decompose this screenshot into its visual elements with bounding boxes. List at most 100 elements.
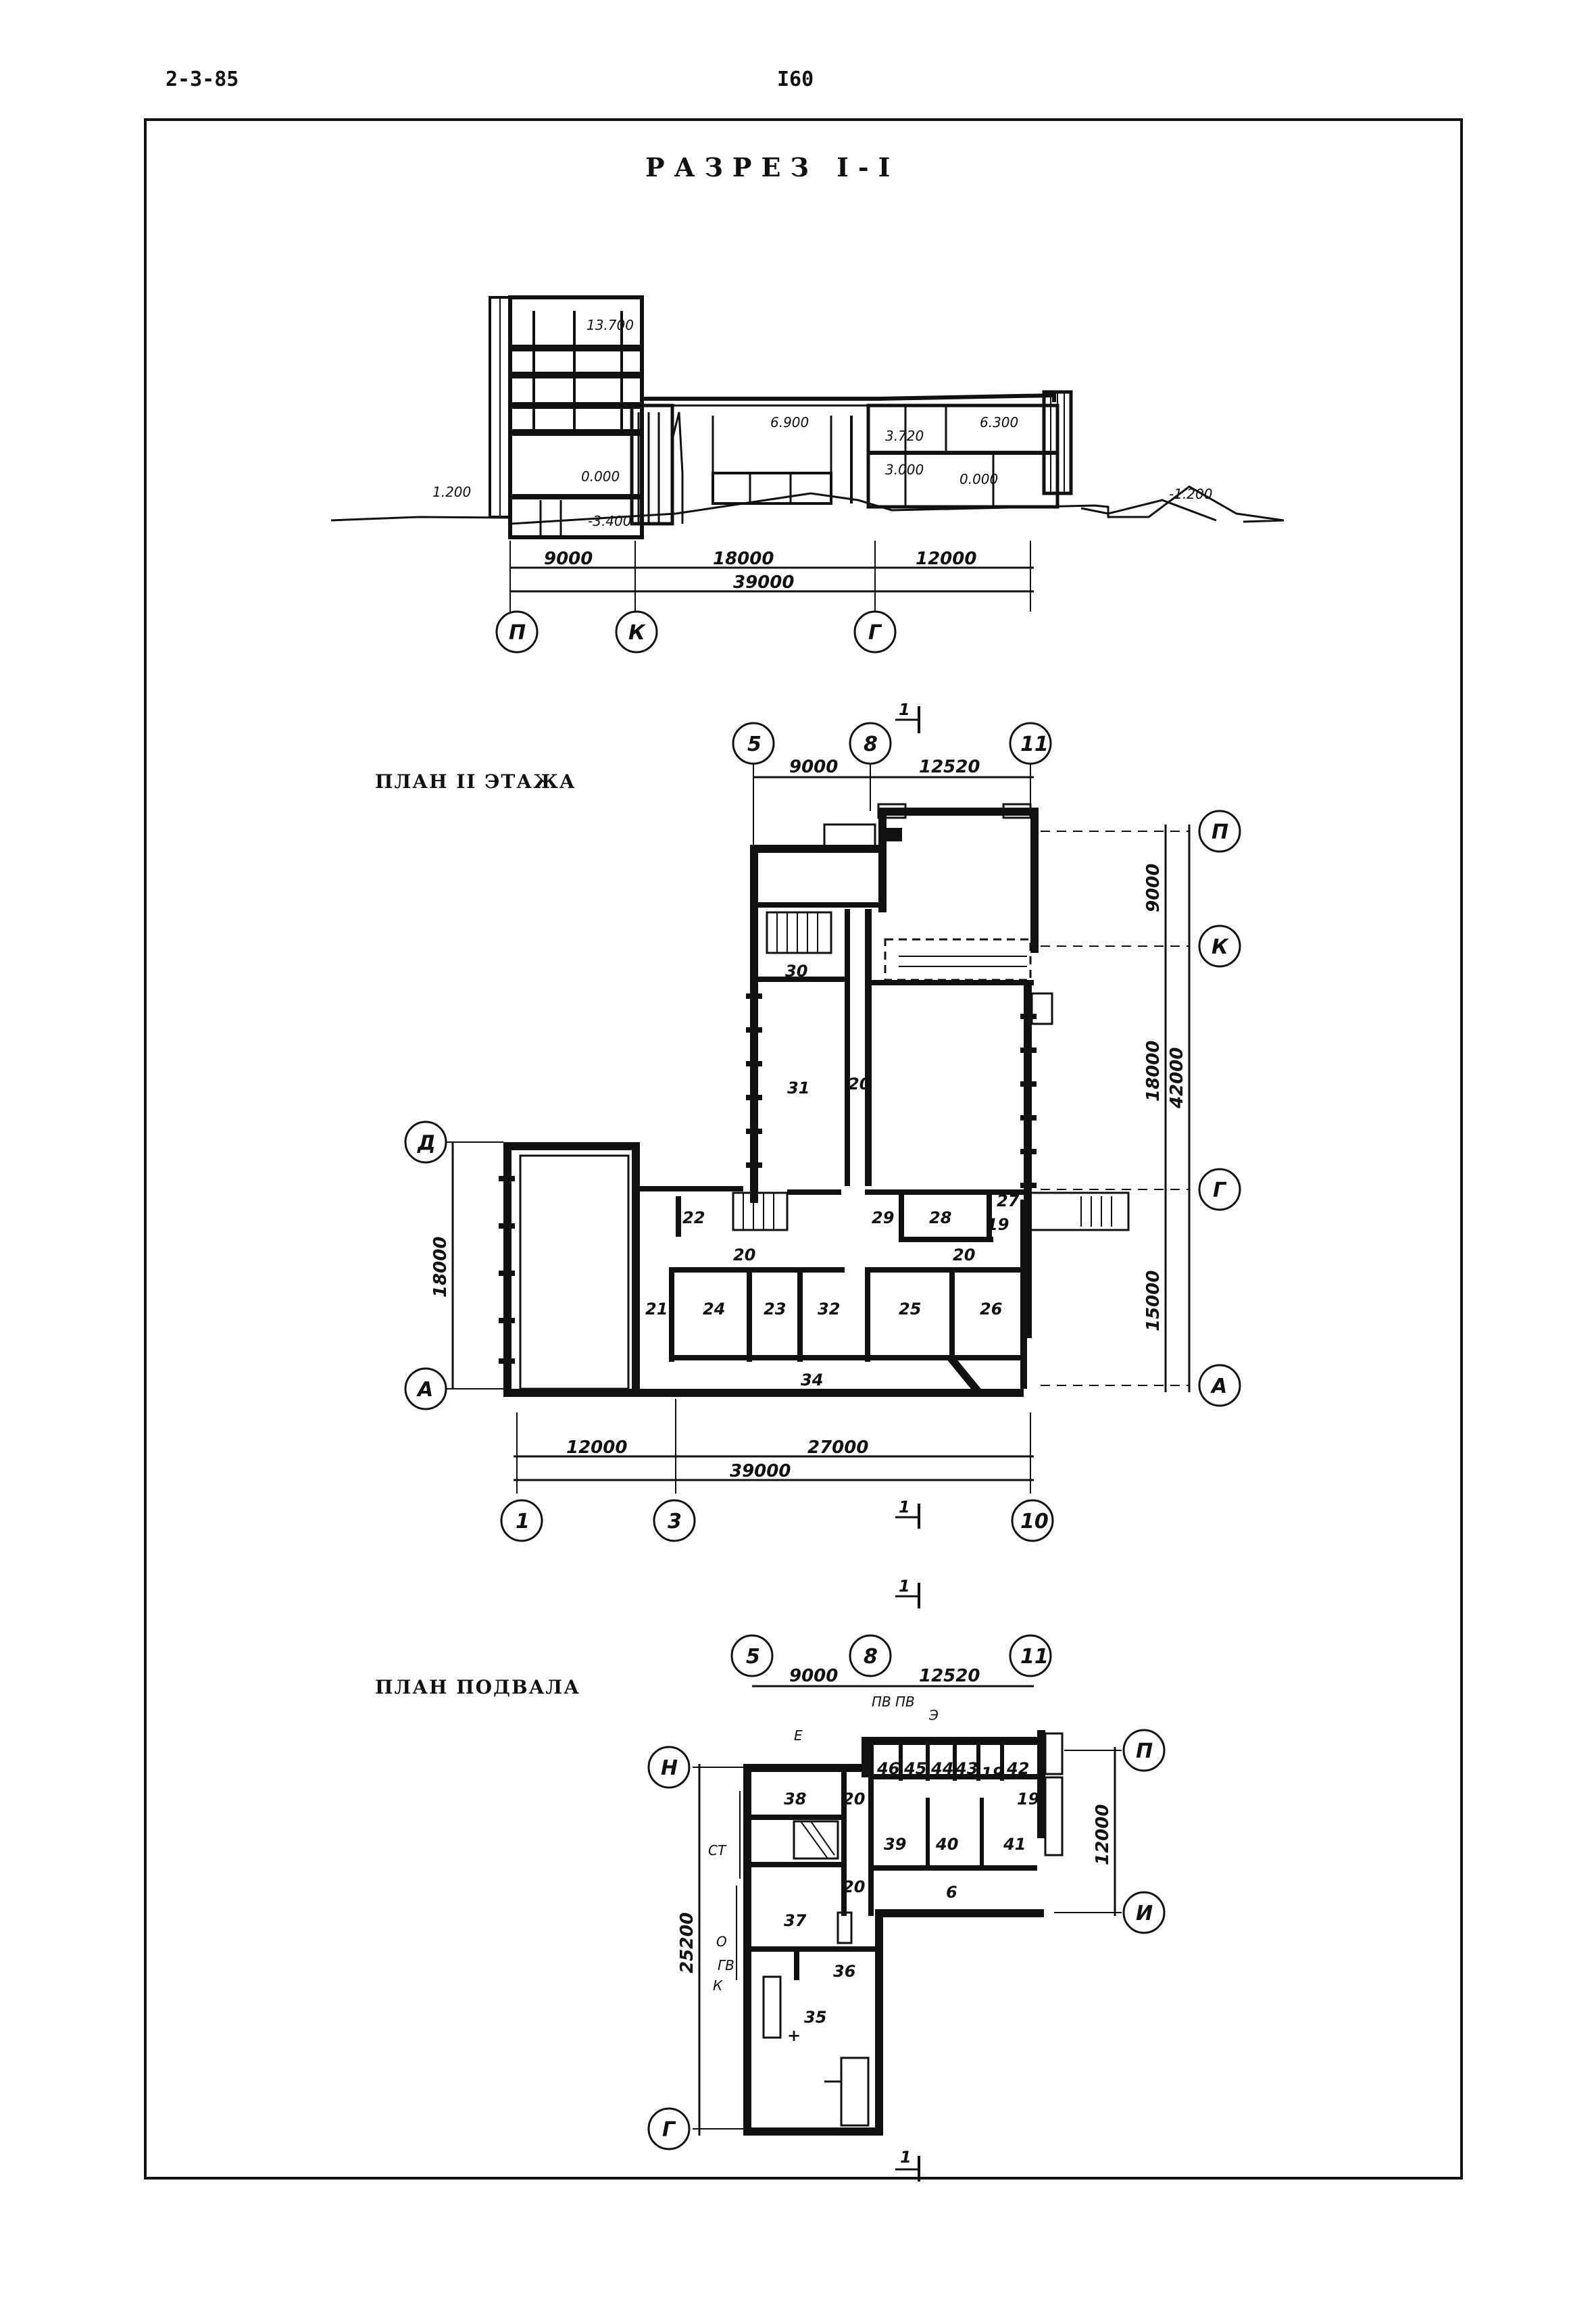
plan2-stage-opening xyxy=(884,938,1032,981)
basement-label-PV1: ПВ xyxy=(872,1694,891,1710)
basement-room-20a: 20 xyxy=(843,1790,865,1808)
basement-axis-11 xyxy=(1009,1634,1052,1677)
plan2-dim-right-18000: 18000 xyxy=(1143,1041,1164,1102)
basement-room-46: 46 xyxy=(876,1759,899,1778)
plan2-dim-right-15000: 15000 xyxy=(1143,1271,1164,1331)
basement-room-19a: 19 xyxy=(981,1764,1003,1783)
plan2-room-19: 19 xyxy=(987,1215,1009,1234)
basement-axis-5-label: 5 xyxy=(746,1645,760,1669)
section-title: РАЗРЕЗ I-I xyxy=(645,152,900,182)
basement-stair xyxy=(793,1820,839,1860)
basement-dim-12000: 12000 xyxy=(1093,1804,1113,1865)
plan2-cut-mark-bottom: 1 xyxy=(899,1498,910,1517)
plan2-axis-G xyxy=(1198,1168,1241,1211)
basement-room-43: 43 xyxy=(955,1759,978,1778)
plan2-axis-K xyxy=(1198,925,1241,968)
basement-room-44: 44 xyxy=(930,1759,953,1778)
basement-axis-N xyxy=(647,1746,691,1789)
plan2-axis-1 xyxy=(500,1499,543,1542)
elevation-minus-1200: -1.200 xyxy=(1169,486,1212,502)
plan2-dim-bottom-12000: 12000 xyxy=(566,1437,627,1458)
plan2-room-30: 30 xyxy=(785,962,807,981)
basement-room-6: 6 xyxy=(946,1883,957,1902)
basement-column-mark: + xyxy=(787,2026,801,2045)
basement-axis-11-label: 11 xyxy=(1020,1645,1049,1669)
basement-room-39: 39 xyxy=(884,1835,906,1854)
section-axis-P xyxy=(495,610,539,654)
elevation-minus-3400: -3.400 xyxy=(588,513,631,529)
plan2-cut-mark-top: 1 xyxy=(899,700,910,719)
plan2-room-21: 21 xyxy=(645,1300,668,1319)
plan2-room-22: 22 xyxy=(682,1208,705,1227)
elevation-0000-right: 0.000 xyxy=(959,471,998,487)
plan2-room-20b: 20 xyxy=(733,1246,755,1264)
basement-room-40: 40 xyxy=(935,1835,958,1854)
basement-room-41: 41 xyxy=(1003,1835,1026,1854)
stair-section xyxy=(630,403,674,526)
section-dim-12000: 12000 xyxy=(916,549,976,569)
plan2-dim-bottom-39000: 39000 xyxy=(730,1461,791,1481)
basement-cut-mark-top: 1 xyxy=(899,1577,910,1596)
plan-2-drawing: 1 5 8 11 9000 12520 xyxy=(404,700,1241,1542)
drawing-frame xyxy=(144,118,1463,2180)
plan2-room-34: 34 xyxy=(801,1371,823,1389)
plan2-axis-D-label: Д xyxy=(417,1131,436,1155)
plan2-dim-bottom-27000: 27000 xyxy=(807,1437,868,1458)
plan2-left-window-ticks xyxy=(499,1176,515,1364)
basement-room-19b: 19 xyxy=(1017,1790,1039,1808)
plan2-room-32: 32 xyxy=(818,1300,840,1319)
plan2-room-20a: 20 xyxy=(848,1075,870,1093)
basement-room-45: 45 xyxy=(903,1759,926,1778)
plan2-room-20c: 20 xyxy=(953,1246,975,1264)
basement-label-GV: ГВ xyxy=(718,1957,734,1973)
plan2-stair-2 xyxy=(732,1191,789,1231)
plan2-room-23: 23 xyxy=(764,1300,786,1319)
basement-drawing: 1 5 8 11 9000 12520 Е ПВ ПВ Э СТ О ГВ К xyxy=(647,1577,1166,2182)
basement-dim-12520: 12520 xyxy=(919,1666,980,1686)
plan2-left-hall xyxy=(519,1154,630,1390)
elevation-3000: 3.000 xyxy=(885,462,924,478)
plan2-dim-12520: 12520 xyxy=(919,757,980,777)
plan2-room-24: 24 xyxy=(703,1300,725,1319)
section-axis-K xyxy=(615,610,658,654)
basement-label-O: О xyxy=(716,1934,727,1950)
basement-room-36: 36 xyxy=(833,1962,855,1981)
basement-label-E2: Э xyxy=(928,1707,939,1723)
elevation-6300: 6.300 xyxy=(980,414,1018,430)
plan2-axis-1-label: 1 xyxy=(516,1510,530,1533)
document-code: 2-3-85 xyxy=(166,68,239,91)
page-number: I60 xyxy=(777,68,814,91)
plan2-axis-3-label: 3 xyxy=(668,1510,682,1533)
plan2-axis-3 xyxy=(653,1499,696,1542)
plan2-axis-K-label: К xyxy=(1212,935,1229,959)
basement-room-42: 42 xyxy=(1006,1759,1029,1778)
plan-2-title: ПЛАН II ЭТАЖА xyxy=(375,770,576,793)
plan2-dim-right-42000: 42000 xyxy=(1167,1048,1187,1109)
basement-axis-8-label: 8 xyxy=(864,1645,878,1669)
plan2-axis-5-label: 5 xyxy=(747,733,762,756)
basement-axis-G-label: Г xyxy=(662,2118,676,2142)
basement-room-37: 37 xyxy=(784,1911,807,1930)
plan2-room-26: 26 xyxy=(980,1300,1002,1319)
basement-room-20b: 20 xyxy=(843,1877,865,1896)
basement-axis-G xyxy=(647,2107,691,2150)
elevation-0000: 0.000 xyxy=(581,468,620,485)
plan2-room-25: 25 xyxy=(899,1300,921,1319)
basement-dim-25200: 25200 xyxy=(677,1913,697,1973)
section-axis-K-label: К xyxy=(628,621,646,645)
basement-cut-mark-bottom: 1 xyxy=(900,2148,912,2167)
elevation-1200: 1.200 xyxy=(432,484,471,500)
plan2-stair-1 xyxy=(766,911,832,954)
plan2-dim-right-9000: 9000 xyxy=(1143,864,1164,912)
basement-axis-I-label: И xyxy=(1136,1902,1153,1925)
basement-axis-I xyxy=(1122,1891,1166,1934)
basement-axis-5 xyxy=(730,1634,774,1677)
elevation-13700: 13.700 xyxy=(587,317,634,333)
plan2-room-29: 29 xyxy=(872,1208,894,1227)
plan2-stair-3 xyxy=(1029,1191,1130,1231)
plan2-dim-9000: 9000 xyxy=(789,757,838,777)
plan2-axis-A-right xyxy=(1198,1364,1241,1407)
basement-axis-N-label: Н xyxy=(661,1756,678,1780)
section-dim-9000: 9000 xyxy=(544,549,593,569)
